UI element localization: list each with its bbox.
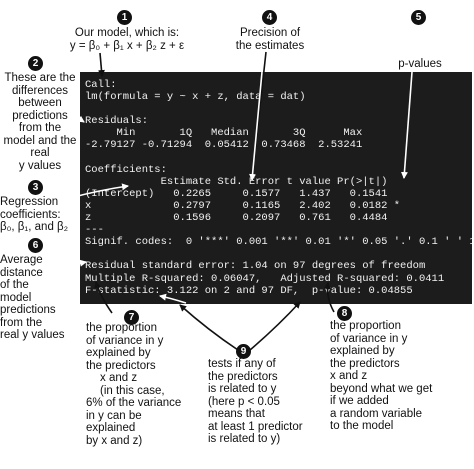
annotation-r-squared-line: x and z	[100, 372, 138, 384]
annotation-adjusted-r-squared-line: a random variable	[330, 407, 423, 420]
annotation-r-squared-line: in y can be	[86, 409, 142, 422]
annotation-f-statistic-line: means that	[208, 408, 265, 420]
annotation-model: Our model, which is: y = β₀ + β₁ x + β₂ …	[22, 27, 232, 52]
annotation-adjusted-r-squared-line: x and z	[330, 370, 368, 382]
annotation-adjusted-r-squared-line: to the model	[330, 420, 394, 432]
annotation-p-values: p-values	[375, 58, 465, 71]
annotation-coefficients-line: Regression	[0, 196, 59, 208]
console-line-coefficients-header: Estimate Std. Error t value Pr(>|t|)	[85, 175, 388, 188]
number-badge-3: 3	[28, 180, 43, 195]
number-badge-2: 2	[28, 56, 43, 71]
number-badge-7: 7	[124, 310, 139, 325]
annotation-coefficients: Regression coefficients: β₀, β₁, and β₂	[0, 196, 80, 234]
annotation-f-statistic-line: tests if any of	[208, 358, 276, 370]
number-badge-5: 5	[411, 10, 426, 25]
annotation-residuals-line: model and the	[3, 134, 77, 147]
console-line-intercept-row: (Intercept) 0.2265 0.1577 1.437 0.1541	[85, 187, 388, 200]
annotation-model-line: Our model, which is:	[74, 27, 180, 39]
annotation-residuals-line: from the	[18, 122, 62, 134]
annotation-f-statistic-line: at least 1 predictor	[208, 420, 303, 433]
annotation-residual-se-line: Average	[0, 254, 43, 266]
console-line-residuals-title: Residuals:	[85, 115, 149, 128]
number-badge-9: 9	[236, 344, 251, 359]
annotation-adjusted-r-squared-line: explained by	[330, 345, 395, 357]
console-line-x-row: x 0.2797 0.1165 2.402 0.0182 *	[85, 199, 401, 212]
annotation-adjusted-r-squared: the proportion of variance in y explaine…	[330, 320, 470, 433]
annotation-residuals-line: predictions	[12, 109, 68, 122]
annotation-r-squared-line: (in this case,	[100, 384, 165, 397]
console-line-signif-codes: Signif. codes: 0 '***' 0.001 '**' 0.01 '…	[85, 236, 472, 249]
annotation-residuals-line: real	[30, 147, 50, 159]
annotation-coefficients-line: coefficients:	[0, 208, 61, 221]
annotation-r-squared-line: the proportion	[86, 322, 157, 334]
console-line-coefficients-title: Coefficients:	[85, 163, 167, 176]
annotation-adjusted-r-squared-line: if we added	[330, 395, 389, 407]
number-badge-6: 6	[28, 238, 43, 253]
console-line-formula: lm(formula = y ~ x + z, data = dat)	[85, 91, 306, 104]
number-badge-1: 1	[117, 10, 132, 25]
annotation-residual-se-line: distance	[0, 266, 43, 279]
annotation-f-statistic: tests if any of the predictors is relate…	[208, 358, 323, 446]
annotation-residual-se-line: predictions	[0, 304, 56, 316]
annotation-r-squared-line: 6% of the variance	[86, 397, 182, 409]
annotation-adjusted-r-squared-line: beyond what we get	[330, 382, 433, 395]
annotation-residual-se-line: from the	[0, 316, 43, 329]
console-line-separator: ---	[85, 224, 104, 237]
annotation-precision-line: Precision of	[239, 27, 301, 39]
annotation-residual-se-line: model	[0, 291, 32, 304]
console-line-z-row: z 0.1596 0.2097 0.761 0.4484	[85, 212, 388, 225]
annotation-multiple-r-squared: the proportion of variance in y explaine…	[86, 322, 211, 447]
annotation-residual-se: Average distance of the model prediction…	[0, 254, 80, 342]
annotation-coefficients-line: β₀, β₁, and β₂	[0, 221, 69, 233]
annotation-adjusted-r-squared-line: the proportion	[330, 320, 401, 332]
annotation-precision: Precision of the estimates	[210, 27, 330, 52]
annotation-r-squared-line: the predictors	[86, 359, 156, 372]
console-line-residuals-values: -2.79127 -0.71294 0.05412 0.73468 2.5324…	[85, 139, 363, 152]
annotation-r-squared-line: explained by	[86, 347, 151, 359]
annotation-f-statistic-line: is related to y)	[208, 433, 281, 445]
annotation-f-statistic-line: the predictors	[208, 370, 278, 383]
annotation-f-statistic-line: is related to y	[208, 383, 277, 395]
annotation-adjusted-r-squared-line: the predictors	[330, 357, 400, 370]
console-line-r-squared: Multiple R-squared: 0.06047, Adjusted R-…	[85, 272, 445, 285]
number-badge-8: 8	[337, 306, 352, 321]
annotation-r-squared-line: explained	[86, 422, 136, 434]
annotation-r-squared-line: by x and z)	[86, 434, 143, 447]
annotation-precision-line: the estimates	[235, 39, 305, 52]
annotation-residuals-line: y values	[18, 159, 62, 172]
annotation-residual-se-line: real y values	[0, 329, 65, 341]
annotation-model-line: y = β₀ + β₁ x + β₂ z + ε	[69, 39, 185, 52]
annotation-residuals-line: differences	[11, 84, 69, 97]
console-line-residual-se: Residual standard error: 1.04 on 97 degr…	[85, 260, 426, 273]
arrow-f-p-value	[249, 301, 301, 351]
annotation-residuals: These are the differences between predic…	[0, 72, 80, 172]
r-console-output: Call: lm(formula = y ~ x + z, data = dat…	[80, 72, 472, 304]
console-line-residuals-header: Min 1Q Median 3Q Max	[85, 127, 363, 140]
annotation-p-values-line: p-values	[398, 58, 442, 70]
console-line-f-statistic: F-statistic: 3.122 on 2 and 97 DF, p-val…	[85, 284, 413, 297]
annotation-r-squared-line: of variance in y	[86, 334, 164, 347]
annotation-f-statistic-line: (here p < 0.05	[208, 395, 280, 408]
console-line-call: Call:	[85, 79, 117, 91]
annotation-adjusted-r-squared-line: of variance in y	[330, 332, 408, 345]
annotation-residuals-line: between	[18, 97, 62, 109]
annotation-residual-se-line: of the	[0, 279, 29, 291]
annotation-residuals-line: These are the	[4, 72, 76, 84]
number-badge-4: 4	[262, 10, 277, 25]
